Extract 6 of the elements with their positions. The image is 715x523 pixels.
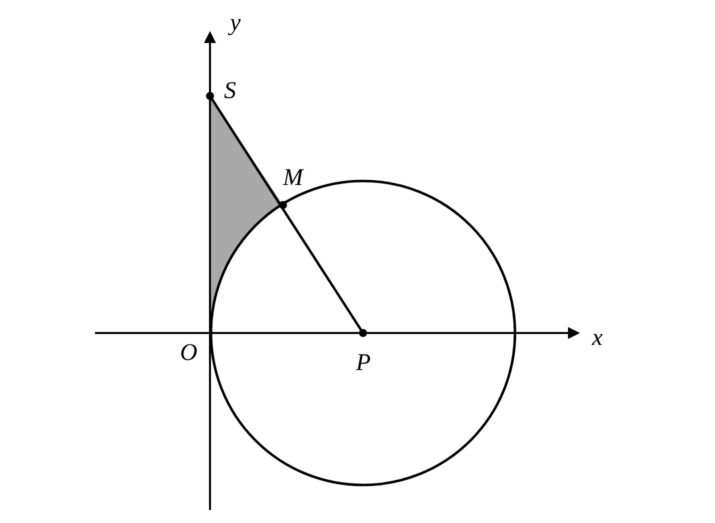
- point-label: M: [283, 165, 303, 191]
- axis-label: x: [592, 325, 603, 351]
- point-label: P: [356, 350, 371, 376]
- point-label: S: [224, 78, 236, 104]
- axis-label: y: [230, 10, 241, 36]
- point-label: O: [180, 340, 198, 366]
